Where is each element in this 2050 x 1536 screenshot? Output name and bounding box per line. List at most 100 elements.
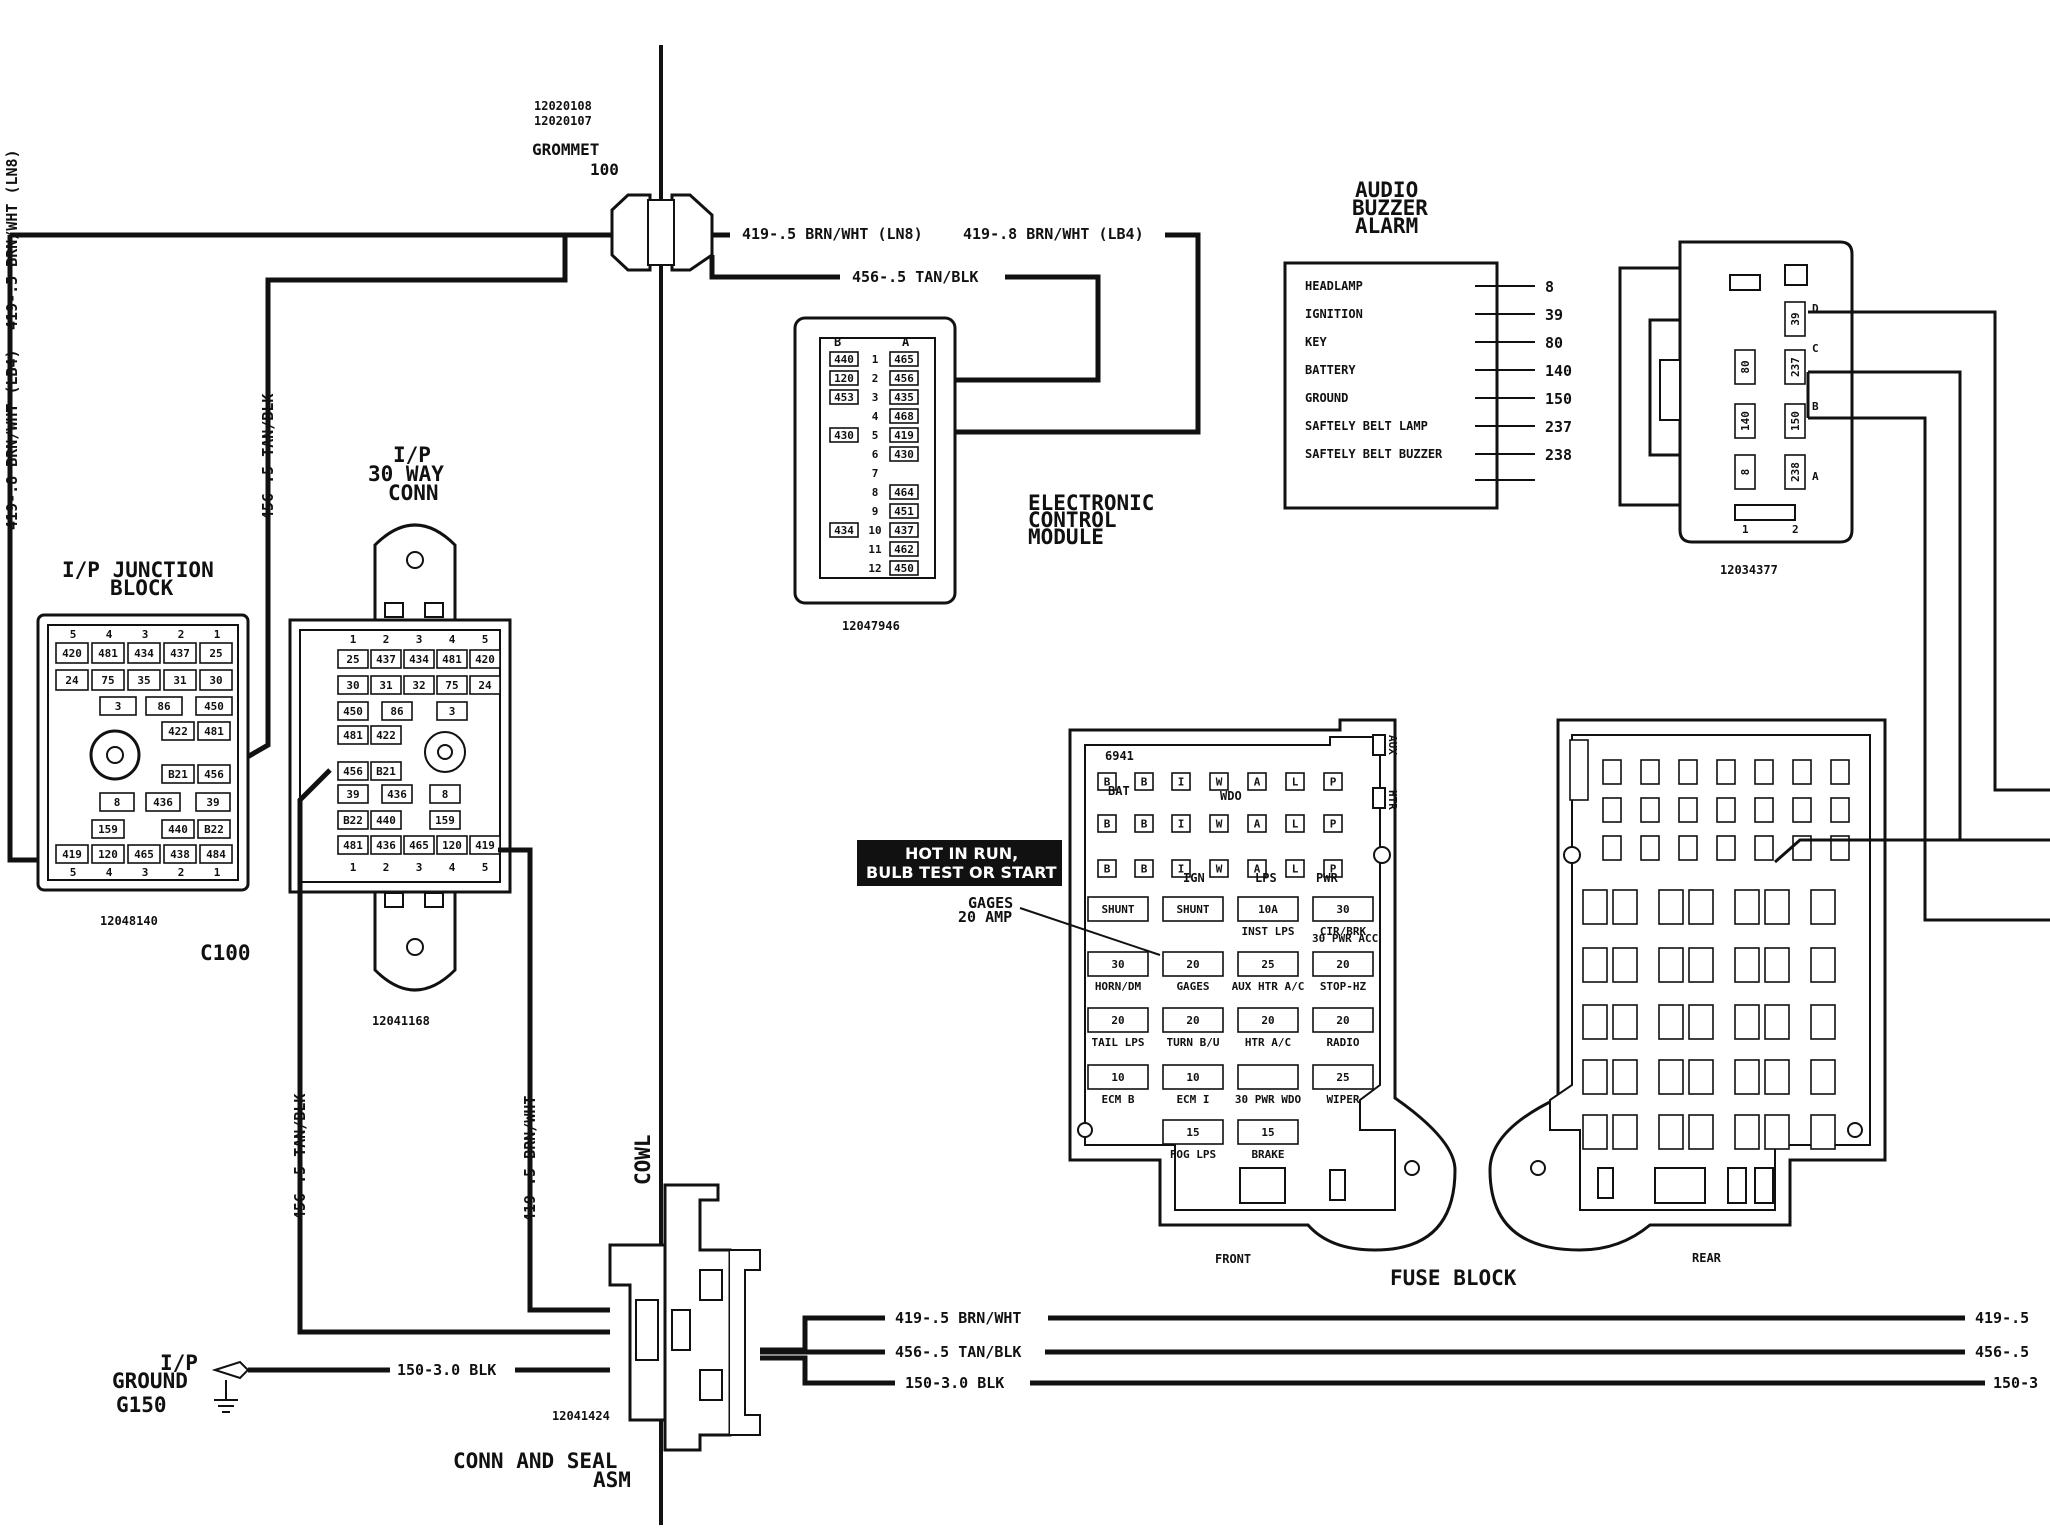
front-letter-box <box>1323 859 1343 878</box>
fuse-label: FOG LPS <box>1170 1148 1216 1161</box>
jb-cell: 440 <box>168 823 188 836</box>
ip-cell-box <box>436 649 468 669</box>
ip-cell-box <box>469 675 501 695</box>
wire-label-lnb: 419-.5 BRN/WHT (LN8) <box>742 225 923 243</box>
rear-fuse-slot <box>1810 1004 1836 1040</box>
rear-fuse-slot <box>1734 947 1760 983</box>
rear-slot <box>1830 835 1850 861</box>
gages-pointer <box>1019 907 1161 956</box>
front-letter: B <box>1141 776 1148 789</box>
fuse-front-label: FRONT <box>1215 1252 1251 1266</box>
fuse-block-title: FUSE BLOCK <box>1390 1266 1517 1290</box>
ecm-pin-number: 12 <box>868 562 881 575</box>
wire-label-left-vertical: 419-.8 BRN/WHT (LB4) <box>3 349 21 530</box>
rear-slot <box>1640 797 1660 823</box>
fuse-label: HORN/DM <box>1095 980 1142 993</box>
jb-top-pin: 5 <box>70 628 77 641</box>
front-letter-box <box>1247 814 1267 833</box>
ecm-a-cell: 462 <box>894 543 914 556</box>
jb-cell-box <box>163 844 197 864</box>
ip-cell: 440 <box>376 814 396 827</box>
wire-label-bottom-tan: 456-.5 TAN/BLK <box>895 1343 1021 1361</box>
wire-buzzer-d <box>1808 310 2050 792</box>
ecm-a-cell: 456 <box>894 372 914 385</box>
rear-fuse-slot <box>1810 1114 1836 1150</box>
buzzer-row-circuit: 39 <box>1545 306 1563 324</box>
bc-cell-box <box>1734 349 1756 385</box>
wire-ipconn-tan <box>297 768 610 1335</box>
fuse-value: 30 <box>1111 958 1124 971</box>
rear-slot <box>1792 759 1812 785</box>
fuse-wdo: WDO <box>1220 789 1242 803</box>
rear-slot <box>1754 759 1774 785</box>
ip-cell-box <box>469 649 501 669</box>
front-letter-box <box>1097 814 1117 833</box>
rear-fuse-slot <box>1734 1004 1760 1040</box>
jb-cell-box <box>197 764 231 784</box>
jb-cell: 481 <box>204 725 224 738</box>
fuse-ign: IGN <box>1183 871 1205 885</box>
front-letter-box <box>1171 772 1191 791</box>
rear-fuse-slot <box>1658 1004 1684 1040</box>
ecm-title-2: CONTROL <box>1028 508 1117 532</box>
bc-cell: 237 <box>1789 357 1802 377</box>
jb-cell: 3 <box>115 700 122 713</box>
buzzer-row-label: SAFTELY BELT LAMP <box>1305 419 1428 433</box>
fuse-value: SHUNT <box>1176 903 1209 916</box>
wire-label-tan-top: 456-.5 TAN/BLK <box>852 268 978 286</box>
rear-fuse-slot <box>1734 1059 1760 1095</box>
ip-top-pin: 5 <box>482 633 489 646</box>
jb-cell-box <box>161 819 195 839</box>
jb-bottom-pin: 4 <box>106 866 113 879</box>
buzzer-row-label: KEY <box>1305 335 1327 349</box>
jb-cell-box <box>99 696 137 716</box>
ip-cell-box <box>337 761 369 781</box>
gages-label-1: GAGES <box>968 894 1013 912</box>
ip-cell: 3 <box>449 705 456 718</box>
fuse-box <box>1162 896 1224 922</box>
jb-cell: 86 <box>157 700 171 713</box>
ip-cell: 436 <box>387 788 407 801</box>
front-letter: I <box>1178 776 1185 789</box>
fuse-htr: HTR <box>1386 790 1399 810</box>
conn-seal-1: CONN AND SEAL <box>453 1449 617 1473</box>
ecm-pin-number: 11 <box>868 543 882 556</box>
jb-cell: 25 <box>209 647 222 660</box>
front-letter: W <box>1216 776 1223 789</box>
jb-cell-box <box>199 669 233 691</box>
ecm-pin-number: 7 <box>872 467 879 480</box>
front-letter-box <box>1285 859 1305 878</box>
rear-slot <box>1716 759 1736 785</box>
fuse-label: TAIL LPS <box>1092 1036 1145 1049</box>
ip-cell: 422 <box>376 729 396 742</box>
fuse-value: 10 <box>1186 1071 1199 1084</box>
fuse-label: ECM B <box>1101 1093 1134 1106</box>
conn-seal-body <box>608 1183 761 1452</box>
wire-456-to-ecm <box>948 274 1101 383</box>
wire-rear-out <box>1774 838 2050 864</box>
jb-cell: 422 <box>168 725 188 738</box>
front-letter: A <box>1254 863 1261 876</box>
rear-slot <box>1602 759 1622 785</box>
fuse-aux: AUX <box>1386 735 1399 755</box>
fuse-label: TURN B/U <box>1167 1036 1220 1049</box>
ip-cell: 437 <box>376 653 396 666</box>
jb-cell: 434 <box>134 647 154 660</box>
ip-cell-box <box>381 784 413 804</box>
rear-fuse-slot <box>1612 947 1638 983</box>
jb-cell: 465 <box>134 848 154 861</box>
ecm-a-cell-box <box>889 408 919 424</box>
rear-fuse-slot <box>1612 889 1638 925</box>
junction-title-2: BLOCK <box>110 576 174 600</box>
front-letter: I <box>1178 818 1185 831</box>
ip-cell: B21 <box>376 765 396 778</box>
grommet-part-bottom: 12020107 <box>534 114 592 128</box>
ecm-col-a: A <box>902 335 910 349</box>
bc-cell-box <box>1734 403 1756 439</box>
